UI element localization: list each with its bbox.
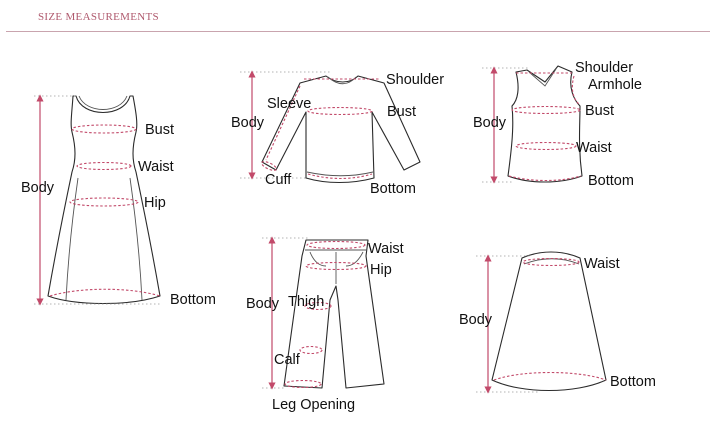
top-sleeve-label: Sleeve [267, 96, 311, 112]
pants-hip-label: Hip [370, 262, 392, 278]
top-cuff-label: Cuff [265, 172, 292, 188]
dress-waist-label: Waist [138, 159, 174, 175]
section-header: SIZE MEASUREMENTS [0, 0, 721, 34]
vest-waist-measure [515, 141, 577, 151]
top-bust-label: Bust [387, 104, 416, 120]
top-bottom-label: Bottom [370, 181, 416, 197]
pants-calf-measure [299, 345, 323, 355]
top-hem-band [306, 171, 374, 177]
vest-armhole-measure [571, 75, 580, 105]
vest-body-label: Body [473, 115, 507, 131]
dress-bottom-label: Bottom [170, 292, 216, 308]
vest-bust-label: Bust [585, 103, 614, 119]
pants-thigh-measure [304, 301, 332, 311]
top-neckline [327, 76, 357, 85]
pants-pocket-right [345, 251, 364, 267]
vest-bottom-measure [508, 175, 582, 181]
top-bottom-measure [307, 173, 373, 179]
pants-waist-label: Waist [368, 241, 404, 257]
dress-body-label: Body [21, 180, 55, 196]
dress-side-seam-left [65, 177, 79, 301]
vest-bottom-label: Bottom [588, 173, 634, 189]
skirt-bottom-measure [493, 372, 607, 381]
top-body-label: Body [231, 115, 265, 131]
skirt-bottom-label: Bottom [610, 374, 656, 390]
top-shoulder-label: Shoulder [386, 72, 444, 88]
dress-hip-label: Hip [144, 195, 166, 211]
skirt-waist-measure [522, 257, 580, 267]
vest-shoulder-label: Shoulder [575, 60, 633, 76]
pants-thigh-label: Thigh [288, 294, 324, 310]
dress-bust-label: Bust [145, 122, 174, 138]
top-cuff-measure [261, 161, 277, 171]
pants-calf-label: Calf [274, 352, 301, 368]
dress-neckline [78, 95, 128, 110]
skirt-body-label: Body [459, 312, 493, 328]
dress-bust-measure [71, 124, 137, 134]
pants-diagram: Waist Hip Body Thigh Calf Leg Opening [246, 236, 404, 413]
top-outline [261, 75, 421, 183]
skirt-outline [491, 251, 607, 391]
dress-waist-measure [76, 161, 132, 171]
vest-neckline [528, 68, 557, 87]
top-bust-measure [307, 106, 373, 116]
dress-hip-measure [69, 197, 139, 207]
pants-outline [283, 239, 385, 389]
pants-body-label: Body [246, 296, 280, 312]
vest-bust-measure [511, 105, 581, 115]
vest-armhole-label: Armhole [588, 77, 642, 93]
top-diagram: Shoulder Sleeve Bust Body Cuff Bottom [231, 70, 444, 197]
pants-waist-measure [306, 240, 366, 250]
dress-outline [47, 95, 161, 304]
top-sleeve-measure [265, 85, 301, 161]
section-title: SIZE MEASUREMENTS [38, 11, 159, 23]
skirt-waist-label: Waist [584, 256, 620, 272]
skirt-diagram: Waist Body Bottom [459, 251, 656, 394]
header-divider [6, 31, 710, 32]
vest-waist-label: Waist [576, 140, 612, 156]
pants-leg-opening-measure [284, 379, 322, 389]
dress-diagram: Bust Waist Body Hip Bottom [21, 94, 216, 308]
dress-side-seam-right [129, 177, 143, 301]
pants-leg-opening-label: Leg Opening [272, 397, 355, 413]
vest-diagram: Shoulder Armhole Bust Body Waist Bottom [473, 60, 642, 189]
vest-outline [507, 65, 583, 183]
pants-hip-measure [305, 261, 367, 271]
dress-bottom-measure [49, 288, 161, 297]
